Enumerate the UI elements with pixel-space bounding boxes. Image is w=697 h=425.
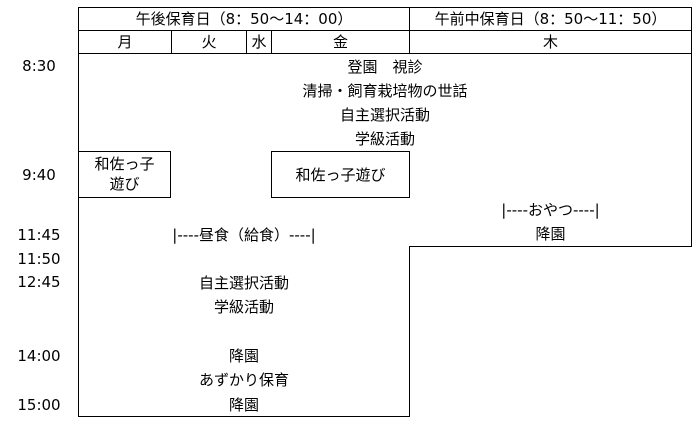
day-tuesday: 火 <box>201 33 217 51</box>
activity-thursday-dismissal: 降園 <box>535 225 566 243</box>
activity-dismissal-1400: 降園 <box>228 347 259 365</box>
grid-split-line <box>409 7 410 54</box>
activity-extended-care: あずかり保育 <box>198 371 289 389</box>
wasako-monday-line1: 和佐っ子 <box>94 155 155 173</box>
grid-bottom-line <box>78 416 410 417</box>
grid-split-line-lower <box>409 246 410 417</box>
activity-free-choice: 自主選択活動 <box>339 106 430 124</box>
time-1150: 11:50 <box>17 250 61 268</box>
morning-days-header: 午前中保育日（8：50～11：50） <box>434 10 667 28</box>
day-divider-3 <box>271 30 272 54</box>
activity-class: 学級活動 <box>354 130 415 148</box>
activity-care: 清掃・飼育栽培物の世話 <box>302 82 468 100</box>
wasako-friday-label: 和佐っ子遊び <box>295 166 386 184</box>
wasako-play-friday-box: 和佐っ子遊び <box>271 151 410 198</box>
grid-left-line <box>78 7 79 417</box>
activity-lunch: |----昼食（給食）----| <box>172 226 316 244</box>
grid-top-line <box>78 7 692 8</box>
time-1400: 14:00 <box>17 347 61 365</box>
day-wednesday: 水 <box>251 33 267 51</box>
wasako-play-monday-box: 和佐っ子 遊び <box>78 151 171 198</box>
activity-afternoon-class: 学級活動 <box>213 298 274 316</box>
activity-dismissal-1500: 降園 <box>228 396 259 414</box>
activity-snack: |----おやつ----| <box>501 201 600 219</box>
grid-header-divider <box>78 30 692 31</box>
time-1145: 11:45 <box>17 226 61 244</box>
time-1245: 12:45 <box>17 273 61 291</box>
day-thursday: 木 <box>542 33 558 51</box>
time-0940: 9:40 <box>22 166 56 184</box>
grid-right-line <box>691 7 692 247</box>
time-0830: 8:30 <box>22 57 56 75</box>
grid-thursday-bottom <box>409 246 692 247</box>
activity-afternoon-free-choice: 自主選択活動 <box>198 274 289 292</box>
day-monday: 月 <box>117 33 133 51</box>
wasako-monday-line2: 遊び <box>109 175 140 193</box>
time-1500: 15:00 <box>17 396 61 414</box>
day-friday: 金 <box>332 33 348 51</box>
day-divider-1 <box>171 30 172 54</box>
day-divider-2 <box>246 30 247 54</box>
afternoon-days-header: 午後保育日（8：50～14：00） <box>135 10 353 28</box>
activity-arrival: 登園 視診 <box>347 58 423 76</box>
grid-days-divider <box>78 53 692 54</box>
